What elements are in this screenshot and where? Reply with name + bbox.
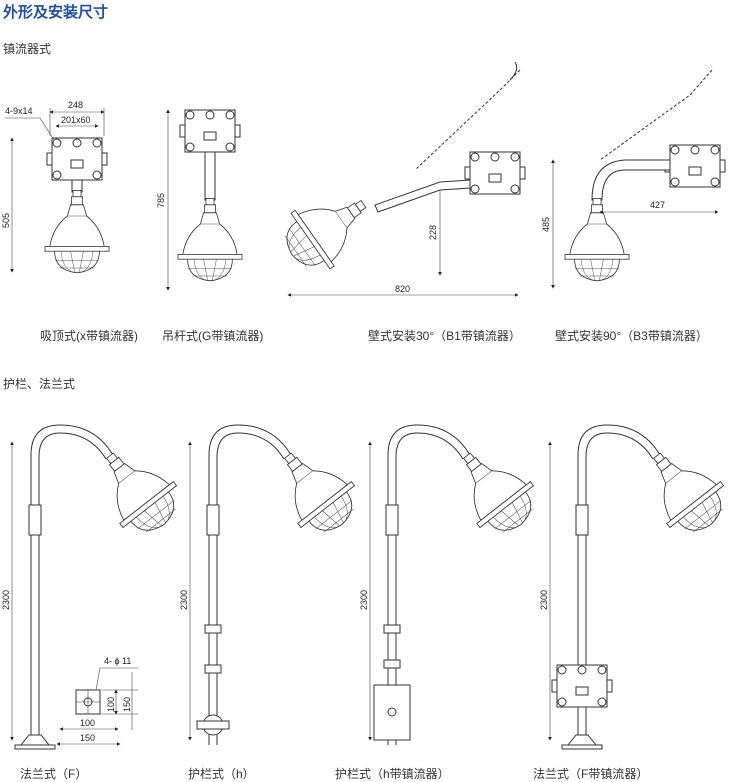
dim-2300: 2300 [359,590,369,610]
dim-820: 820 [395,284,410,294]
drawing-ceiling-mount: 248 201x60 4-9x14 505 [1,100,110,274]
dim-427: 427 [650,200,665,210]
section-heading-pole: 护栏、法兰式 [3,377,76,391]
dim-785: 785 [156,193,166,208]
section-heading-ballast: 镇流器式 [3,42,52,56]
dim-flange-holes: 4- ϕ 11 [104,656,131,666]
dim-505: 505 [1,213,11,228]
dim-248: 248 [68,100,83,110]
pole-lamp-4: 2300 [539,424,730,750]
caption-guardrail-ballast: 护栏式（h带镇流器） [335,767,450,781]
caption-pendant: 吊杆式(G带镇流器) [162,329,264,343]
pole-lamp-1: 2300 [1,424,192,750]
drawing-pendant-mount: 785 [156,109,243,291]
dim-2300: 2300 [179,590,189,610]
drawing-wall-90: 485 427 [541,69,726,289]
dim-485: 485 [541,217,551,232]
caption-flange-ballast: 法兰式（F带镇流器） [533,767,649,781]
caption-wall-90: 壁式安装90°（B3带镇流器） [555,329,708,343]
pole-lamp-3: 2300 [359,424,549,745]
dim-flange-inner-w: 100 [80,718,95,728]
dim-flange-outer-h: 150 [122,697,132,712]
caption-ceiling: 吸顶式(x带镇流器) [40,329,138,343]
page-title: 外形及安装尺寸 [3,4,109,21]
pole-drawings: 2300 2300 2300 2300 [1,424,730,750]
caption-guardrail: 护栏式（h） [188,767,255,781]
caption-wall-30: 壁式安装30°（B1带镇流器） [368,329,521,343]
caption-flange: 法兰式（F） [20,767,88,781]
dim-holes: 4-9x14 [5,106,33,116]
pole-lamp-2: 2300 [179,424,370,745]
dim-2300: 2300 [539,590,549,610]
dim-201x60: 201x60 [61,115,91,125]
flange-detail: 4- ϕ 11 100 150 100 150 [56,656,138,746]
drawing-wall-30: 228 820 [271,61,526,297]
dim-flange-inner-h: 100 [106,697,116,712]
dim-228: 228 [428,225,438,240]
dim-flange-outer-w: 150 [80,733,95,743]
dim-2300: 2300 [1,590,11,610]
